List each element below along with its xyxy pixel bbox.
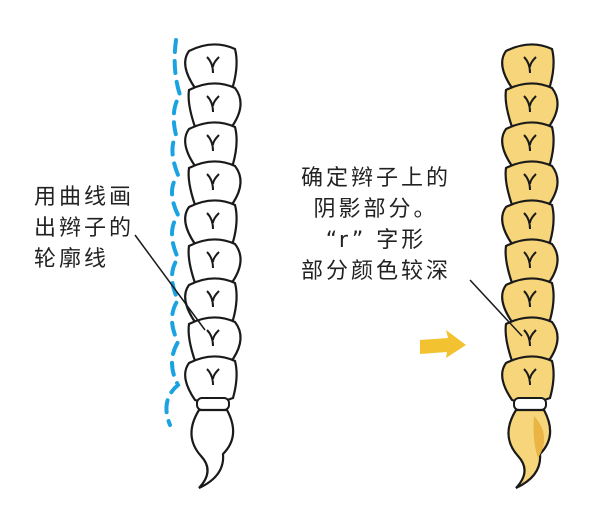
- braid-r-mark: [206, 251, 220, 269]
- right-label-line: 确定辫子上的: [300, 166, 451, 191]
- right-pointer-line: [469, 279, 523, 337]
- braid-r-mark: [206, 173, 220, 191]
- left-label: 用曲线画 出辫子的 轮廓线: [34, 182, 134, 275]
- hair-tie: [513, 397, 547, 411]
- braid-outline: [184, 43, 242, 489]
- left-label-line: 出辫子的: [34, 216, 135, 241]
- right-label-line: “r” 字形: [325, 228, 427, 253]
- contour-dashed-guide: [164, 38, 183, 427]
- braid-r-mark: [206, 290, 220, 308]
- braid-tail: [507, 408, 552, 489]
- tail-shadow: [533, 416, 545, 458]
- right-label: 确定辫子上的 阴影部分。 “r” 字形 部分颜色较深: [282, 163, 470, 287]
- hair-tie: [196, 397, 230, 411]
- braid-tail: [190, 408, 235, 489]
- braid-segment: [501, 355, 555, 404]
- braid-r-mark: [523, 368, 537, 386]
- braid-r-mark: [523, 212, 537, 230]
- right-label-line: 阴影部分。: [313, 197, 439, 222]
- braid-r-mark: [523, 329, 537, 347]
- braid-r-mark: [523, 95, 537, 113]
- braid-r-mark: [206, 329, 220, 347]
- braid-r-mark: [523, 134, 537, 152]
- braid-r-mark: [206, 56, 220, 74]
- arrow-icon: [420, 330, 466, 358]
- left-label-line: 用曲线画: [34, 185, 135, 210]
- braid-r-mark: [523, 173, 537, 191]
- braid-segment: [184, 355, 238, 404]
- braid-r-mark: [206, 95, 220, 113]
- braid-r-mark: [523, 290, 537, 308]
- braid-r-mark: [206, 368, 220, 386]
- left-pointer-line: [134, 234, 206, 331]
- braid-r-mark: [523, 251, 537, 269]
- braid-r-mark: [523, 56, 537, 74]
- braid-colored: [501, 43, 559, 489]
- left-label-line: 轮廓线: [34, 247, 110, 272]
- braid-r-mark: [206, 134, 220, 152]
- right-label-line: 部分颜色较深: [300, 259, 451, 284]
- braid-r-mark: [206, 212, 220, 230]
